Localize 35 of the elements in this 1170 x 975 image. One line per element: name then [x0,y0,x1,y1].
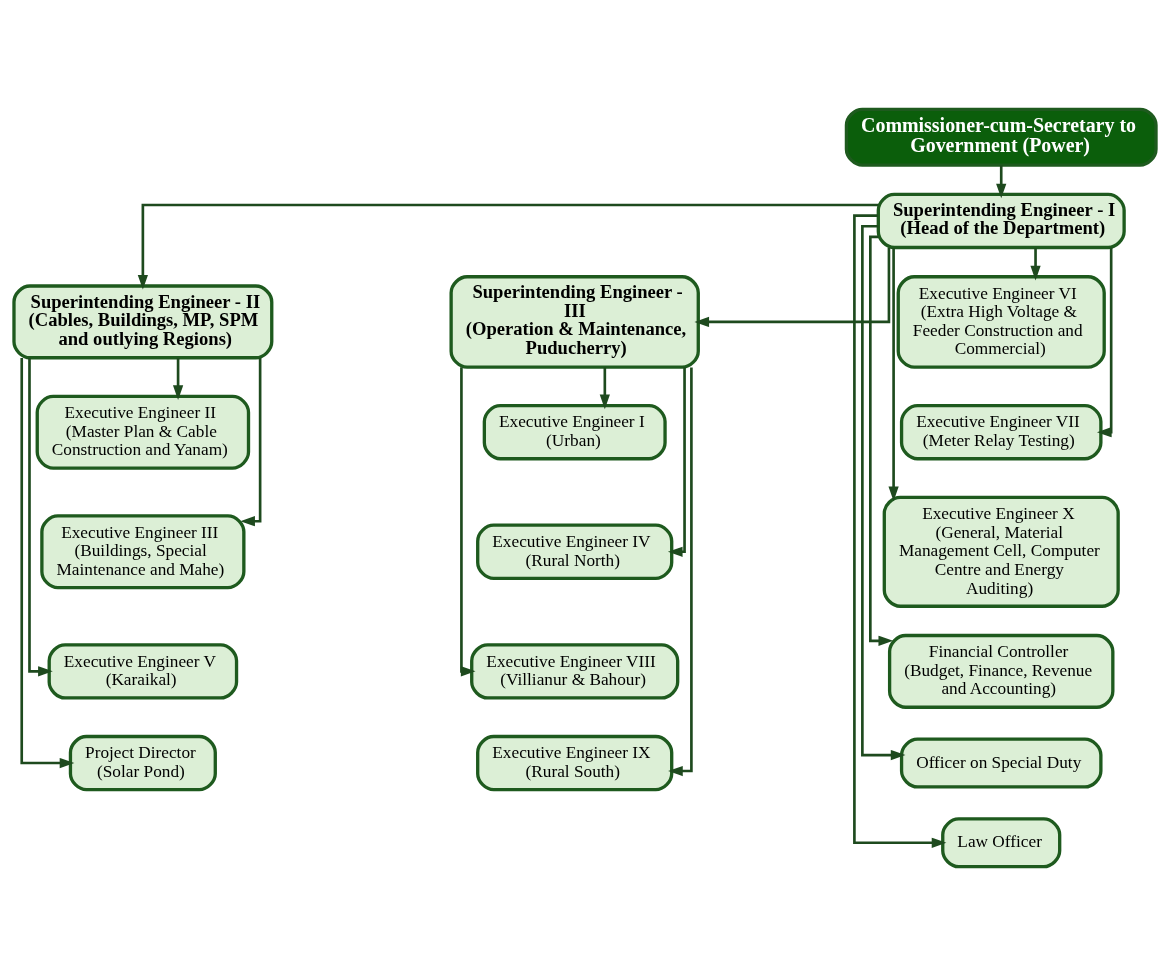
node-box: Superintending Engineer - I (Head of the Department) [876,192,1126,249]
node-box: Commissioner-cum-Secretary to Government (Power) [844,107,1158,167]
arrow [668,366,693,776]
arrow [20,357,75,768]
node-box: Law Officer [941,816,1062,868]
node-box: Executive Engineer I (Urban) [482,403,667,460]
node-box: Executive Engineer IV (Rural North) [476,523,674,580]
arrow [853,213,947,848]
node-box: Executive Engineer II (Master Plan & Cable Construction and Yanam) [35,394,251,470]
arrow [667,366,686,557]
arrow [240,357,262,526]
node-box: Financial Controller (Budget, Finance, Revenue and Accounting) [887,633,1115,709]
arrow [1097,247,1113,437]
arrow [172,357,184,400]
arrow [137,203,879,290]
node-box: Executive Engineer V (Karaikal) [47,642,239,700]
arrow [460,366,476,676]
node-box: Officer on Special Duty [899,736,1103,789]
node-box: Project Director (Solar Pond) [68,734,217,791]
arrow [996,165,1007,198]
node-box: Superintending Engineer - II (Cables, Buildings, MP, SPM and outlying Regions) [12,283,274,359]
arrow [869,235,894,646]
node-box: Executive Engineer III (Buildings, Special Maintenance and Mahe) [40,513,246,589]
node-box: Executive Engineer VII (Meter Relay Testing) [899,403,1103,460]
node-box: Superintending Engineer - III (Operation & Maintenance, Puducherry) [449,274,700,369]
arrow [1030,247,1041,280]
arrow [888,247,899,501]
arrow [599,366,610,409]
arrow [28,357,53,676]
arrow [861,224,906,760]
node-box: Executive Engineer VIII (Villianur & Bahour) [470,642,680,700]
node-box: Executive Engineer X (General, Material Management Cell, Computer Centre and Energy Auditing) [882,495,1120,608]
node-box: Executive Engineer VI (Extra High Voltage & Feeder Construction and Commercial) [896,274,1106,369]
arrow [694,247,891,327]
node-box: Executive Engineer IX (Rural South) [476,734,674,791]
